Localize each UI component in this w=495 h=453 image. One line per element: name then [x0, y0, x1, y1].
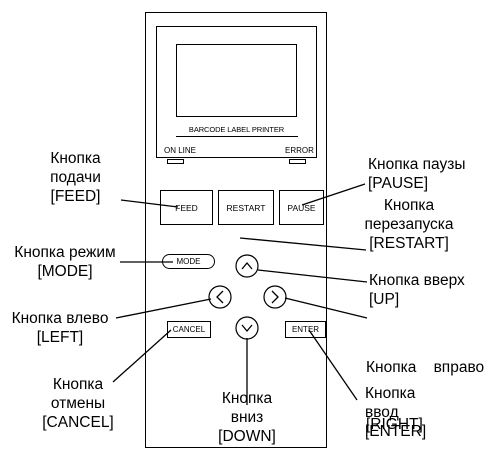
callout-right: Кнопка вправо [RIGHT] [366, 320, 484, 453]
callout-feed-line1: Кнопка [50, 150, 101, 167]
up-leader-line [257, 269, 368, 283]
feed-button[interactable]: FEED [160, 190, 213, 225]
cancel-leader-line [112, 329, 172, 383]
callout-enter: Кнопка ввод [ENTER] [365, 384, 426, 441]
printer-name-rule [176, 136, 298, 137]
callout-mode: Кнопка режим [MODE] [5, 243, 125, 281]
left-arrow-button[interactable] [208, 285, 232, 309]
callout-up: Кнопка вверх [UP] [369, 271, 465, 309]
callout-restart-line1: Кнопка [383, 197, 435, 214]
online-led-label: ON LINE [164, 146, 197, 155]
callout-mode-line1: Кнопка режим [14, 244, 116, 261]
callout-left-line1: Кнопка влево [11, 310, 109, 327]
enter-leader-line [308, 329, 358, 401]
callout-down: Кнопка вниз [DOWN] [205, 389, 289, 446]
callout-mode-line2: [MODE] [37, 263, 93, 280]
callout-restart-line2: перезапуска [364, 216, 454, 233]
callout-right-line2: [RIGHT] [366, 416, 423, 433]
pause-leader-line [301, 183, 366, 206]
callout-feed-line3: [FEED] [50, 188, 101, 205]
lcd-screen [176, 44, 297, 117]
callout-cancel-line1: Кнопка [52, 376, 104, 393]
callout-enter-line2: ввод [365, 404, 399, 421]
callout-cancel: Кнопка отмены [CANCEL] [34, 375, 122, 432]
callout-down-line1: Кнопка [221, 390, 273, 407]
callout-left-line2: [LEFT] [36, 329, 84, 346]
callout-enter-line1: Кнопка [365, 385, 416, 402]
left-arrow-icon [216, 290, 224, 304]
callout-cancel-line2: отмены [50, 395, 106, 412]
printer-name-label: BARCODE LABEL PRINTER [188, 125, 285, 134]
callout-feed: Кнопка подачи [FEED] [28, 149, 123, 206]
up-arrow-button[interactable] [235, 254, 259, 278]
right-arrow-icon [271, 290, 279, 304]
callout-restart-line3: [RESTART] [369, 235, 449, 252]
callout-pause-line2: [PAUSE] [368, 175, 429, 192]
online-led [167, 159, 184, 164]
error-led [289, 159, 306, 164]
down-arrow-button[interactable] [235, 316, 259, 340]
callout-down-line3: [DOWN] [218, 428, 276, 445]
feed-leader-line [120, 199, 179, 208]
pause-button[interactable]: PAUSE [279, 190, 324, 225]
callout-cancel-line3: [CANCEL] [42, 414, 114, 431]
up-arrow-icon [241, 261, 253, 270]
callout-feed-line2: подачи [50, 169, 101, 186]
callout-pause: Кнопка паузы [PAUSE] [368, 155, 466, 193]
restart-leader-line [239, 237, 367, 251]
callout-enter-line3: [ENTER] [365, 423, 427, 440]
cancel-button[interactable]: CANCEL [167, 321, 211, 338]
down-arrow-icon [241, 324, 253, 333]
right-leader-line [284, 297, 368, 319]
enter-button[interactable]: ENTER [285, 321, 326, 338]
right-arrow-button[interactable] [263, 285, 287, 309]
error-led-label: ERROR [285, 146, 314, 155]
restart-button[interactable]: RESTART [218, 190, 274, 225]
callout-down-line2: вниз [230, 409, 264, 426]
callout-right-line1: Кнопка вправо [366, 359, 485, 376]
callout-up-line1: Кнопка вверх [369, 272, 465, 289]
left-leader-line [115, 298, 212, 319]
callout-up-line2: [UP] [369, 291, 400, 308]
callout-restart: Кнопка перезапуска [RESTART] [360, 196, 458, 253]
callout-left: Кнопка влево [LEFT] [5, 309, 115, 347]
callout-pause-line1: Кнопка паузы [368, 156, 466, 173]
